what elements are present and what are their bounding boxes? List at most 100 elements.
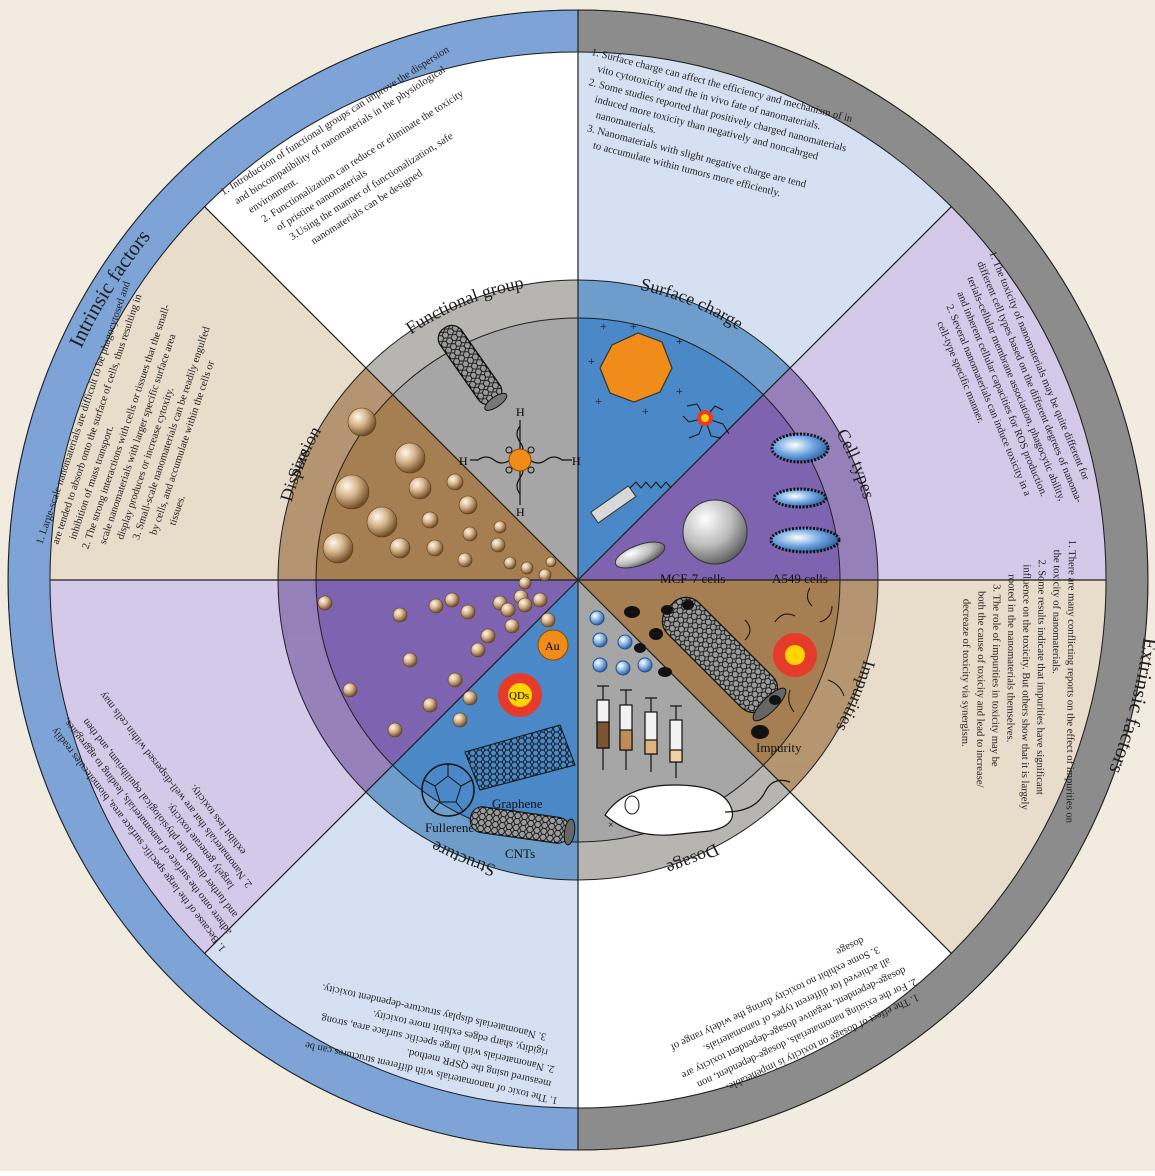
hydrogen-label: H [516, 405, 525, 419]
size-sphere-icon [490, 537, 506, 553]
size-sphere-icon [446, 473, 464, 491]
note-line: 1. There are many conflicting reports on… [1063, 540, 1076, 824]
dosage-note-area [578, 792, 952, 1108]
dispersed-particle-icon [452, 712, 468, 728]
sector-divider [204, 579, 579, 954]
dispersed-particle-icon [517, 597, 533, 613]
graphene-sheet-icon [464, 724, 576, 791]
dispersed-particle-icon [402, 652, 418, 668]
qds-label: QDs [509, 690, 529, 702]
impurities-notes: 1. There are many conflicting reports on… [959, 540, 1077, 824]
size-sphere-icon [394, 442, 426, 474]
svg-text:+: + [676, 384, 683, 398]
quantum-dot-icon [773, 633, 817, 677]
mouse-icon: × [604, 779, 791, 836]
size-sphere-icon [366, 506, 398, 538]
impurity-label: Impurity [756, 740, 802, 755]
quantum-dot-icon: QDs [498, 673, 542, 717]
impurities-note-area [790, 580, 1106, 954]
dispersed-particle-icon [444, 592, 460, 608]
dispersed-particle-icon [500, 602, 516, 618]
functionalized-particle-icon: H H H H [459, 405, 581, 519]
inner-ring-border [315, 317, 841, 843]
hydrogen-label: H [516, 505, 525, 519]
sector-divider [577, 206, 952, 581]
dispersion-band [278, 580, 393, 793]
dispersed-particle-icon [504, 618, 520, 634]
octagon-particle-icon [599, 332, 673, 403]
note-line: 3. The role of impurities in toxicity ma… [989, 584, 1002, 767]
fullerene-label: Fullerene [425, 820, 474, 835]
plus-charge-icon: +++ ++++ [588, 319, 683, 418]
nanosphere-icon [589, 610, 653, 676]
dispersed-particle-icon [428, 598, 444, 614]
size-note-area [50, 206, 366, 580]
impurities-icons: Impurity [624, 587, 845, 755]
size-sphere-icon [493, 520, 507, 534]
mcf7-cells-label: MCF-7 cells [660, 571, 725, 586]
sector-divider [577, 579, 952, 954]
size-sphere-icon [518, 576, 532, 590]
dispersed-particle-icon [342, 682, 358, 698]
size-sphere-icon [457, 552, 473, 568]
dispersed-particle-icon [387, 722, 403, 738]
size-sphere-icon [458, 495, 478, 515]
graphene-label: Graphene [492, 796, 543, 811]
sector-dividers [7, 9, 1149, 1151]
svg-text:+: + [676, 334, 683, 348]
note-sectors [50, 52, 1106, 1108]
nanorod-icon [590, 481, 672, 524]
gold-nanoparticle-icon: Au [537, 629, 569, 661]
svg-text:+: + [630, 319, 637, 333]
carbon-nanotube-icon [469, 806, 576, 846]
dispersed-particle-icon [422, 697, 438, 713]
size-sphere-icon [545, 556, 557, 568]
ellipsoid-cell-icon [770, 432, 830, 464]
cnts-label: CNTs [505, 846, 535, 861]
note-line: influence on the toxicity. But others sh… [1019, 564, 1032, 810]
syringe-icon [596, 685, 683, 778]
svg-text:+: + [595, 394, 602, 408]
svg-text:+: + [600, 319, 607, 333]
dispersed-particle-icon [480, 628, 496, 644]
hydrogen-label: H [459, 454, 468, 468]
mouse-eye: × [608, 820, 614, 831]
size-sphere-icon [503, 556, 517, 570]
cell-types-band [763, 367, 878, 580]
au-label: Au [545, 639, 560, 653]
ellipsoid-cell-icon [614, 541, 666, 569]
svg-text:+: + [588, 354, 595, 368]
size-sphere-icon [520, 561, 534, 575]
dispersed-particle-icon [470, 642, 486, 658]
note-line: 2. Some results indicate that impurities… [1034, 559, 1047, 795]
functional-group-icons: H H H H [437, 324, 581, 519]
size-sphere-icon [347, 407, 377, 437]
note-line: rooted in the nanomaterials themselves. [1004, 574, 1016, 742]
sphere-cell-icon [682, 499, 748, 565]
sector-divider [204, 206, 579, 581]
functional-group-icon-area [392, 318, 578, 580]
fullerene-icon [421, 763, 475, 817]
dispersed-particle-icon [540, 612, 556, 628]
surface-charge-note-area [578, 52, 952, 368]
surface-charge-band [578, 280, 791, 395]
cell-types-icons: MCF-7 cells A549 cells [614, 432, 841, 586]
note-line: decreaze of toxicity via synergism. [959, 599, 971, 747]
note-line: both the cause of toxicity and lead to i… [974, 591, 987, 788]
dispersed-particle-icon [392, 607, 408, 623]
structure-note-area [204, 792, 578, 1108]
dispersed-particle-icon [462, 690, 478, 706]
size-sphere-icon [421, 511, 439, 529]
carbon-nanotube-icon [437, 324, 508, 411]
dispersion-icons [317, 589, 556, 738]
size-sphere-icon [389, 537, 411, 559]
impurities-band [763, 580, 878, 793]
note-line: the toxicity of nanomaterials. [1050, 550, 1062, 674]
surface-charge-icons: +++ ++++ [588, 319, 730, 524]
dispersion-note-area [50, 580, 366, 954]
dispersed-particle-icon [447, 672, 463, 688]
dosage-icons: × [589, 610, 791, 836]
size-sphere-icon [462, 526, 478, 542]
size-sphere-icon [538, 568, 552, 582]
